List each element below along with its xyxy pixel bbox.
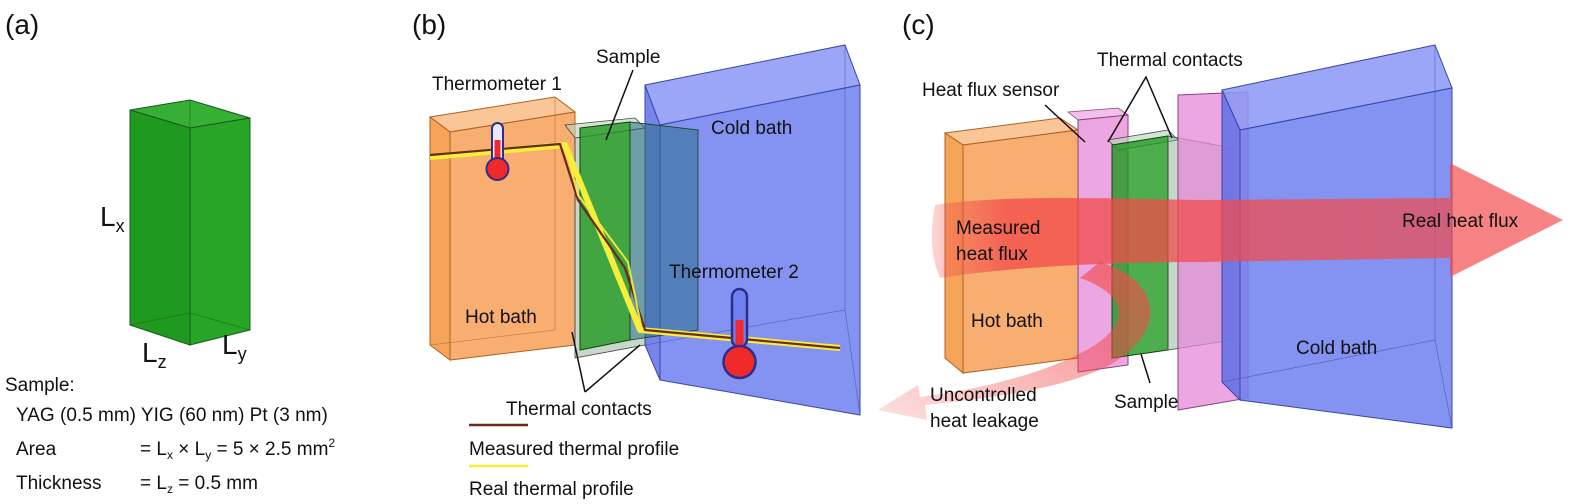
heat-flux-sensor-label: Heat flux sensor (922, 80, 1060, 101)
contact-pointer-2 (584, 344, 641, 393)
real-heat-flux-label: Real heat flux (1402, 211, 1519, 232)
measured-heat-flux-label-2: heat flux (956, 244, 1028, 265)
legend-measured-label: Measured thermal profile (469, 439, 679, 460)
thermometer-2-label: Thermometer 2 (669, 262, 799, 283)
dimension-lx: Lx (100, 201, 125, 236)
contact-pointer-c (1107, 75, 1173, 143)
measured-thermal-profile-line (429, 142, 841, 350)
panel-a: (a) Lx Lz Ly Sample: YAG (0.5 mm) YIG (6… (5, 9, 335, 496)
sample-box-3d (129, 99, 251, 346)
thermometer-1-icon (485, 122, 510, 181)
panel-c-label: (c) (902, 9, 935, 40)
thickness-label: Thickness (16, 473, 102, 494)
area-label: Area (16, 439, 57, 460)
panel-b: (b) (412, 9, 861, 500)
cold-bath-label-b: Cold bath (711, 118, 792, 139)
thickness-equation: = Lz = 0.5 mm (140, 473, 258, 496)
sample-title: Sample: (5, 375, 75, 396)
cold-bath-label-c: Cold bath (1296, 338, 1377, 359)
heat-leakage-arrow (878, 262, 1151, 420)
measured-heat-flux-label-1: Measured (956, 218, 1041, 239)
sample-box-right-face (189, 117, 251, 346)
thermal-contacts-label-c: Thermal contacts (1097, 50, 1243, 71)
hot-bath-b (428, 96, 577, 361)
sensor-pointer (1044, 104, 1086, 143)
panel-c: (c) (878, 9, 1563, 432)
sample-composition: YAG (0.5 mm) YIG (60 nm) Pt (3 nm) (16, 405, 328, 426)
hot-bath-label-b: Hot bath (465, 307, 537, 328)
panel-a-label: (a) (5, 9, 39, 40)
hot-bath-label-c: Hot bath (971, 311, 1043, 332)
thermometer-2-icon (722, 287, 757, 380)
dimension-ly: Ly (222, 329, 247, 364)
sample-stack-b (564, 117, 699, 359)
sample-label-b: Sample (596, 47, 660, 68)
leakage-label-1: Uncontrolled (930, 385, 1037, 406)
panel-b-label: (b) (412, 9, 446, 40)
thermometer-1-label: Thermometer 1 (432, 74, 562, 95)
real-heat-flux-arrow (931, 163, 1563, 278)
dimension-lz: Lz (142, 337, 167, 372)
leakage-label-2: heat leakage (930, 411, 1039, 432)
sample-label-c: Sample (1114, 392, 1178, 413)
legend-real-label: Real thermal profile (469, 479, 634, 500)
sample-pointer-c (1140, 353, 1151, 384)
sample-pointer-b (605, 69, 634, 141)
area-equation: = Lx × Ly = 5 × 2.5 mm2 (140, 436, 335, 462)
contact-pointer-1 (571, 331, 586, 393)
thermal-contacts-label-b: Thermal contacts (506, 399, 652, 420)
sample-box-left-face (129, 109, 191, 346)
